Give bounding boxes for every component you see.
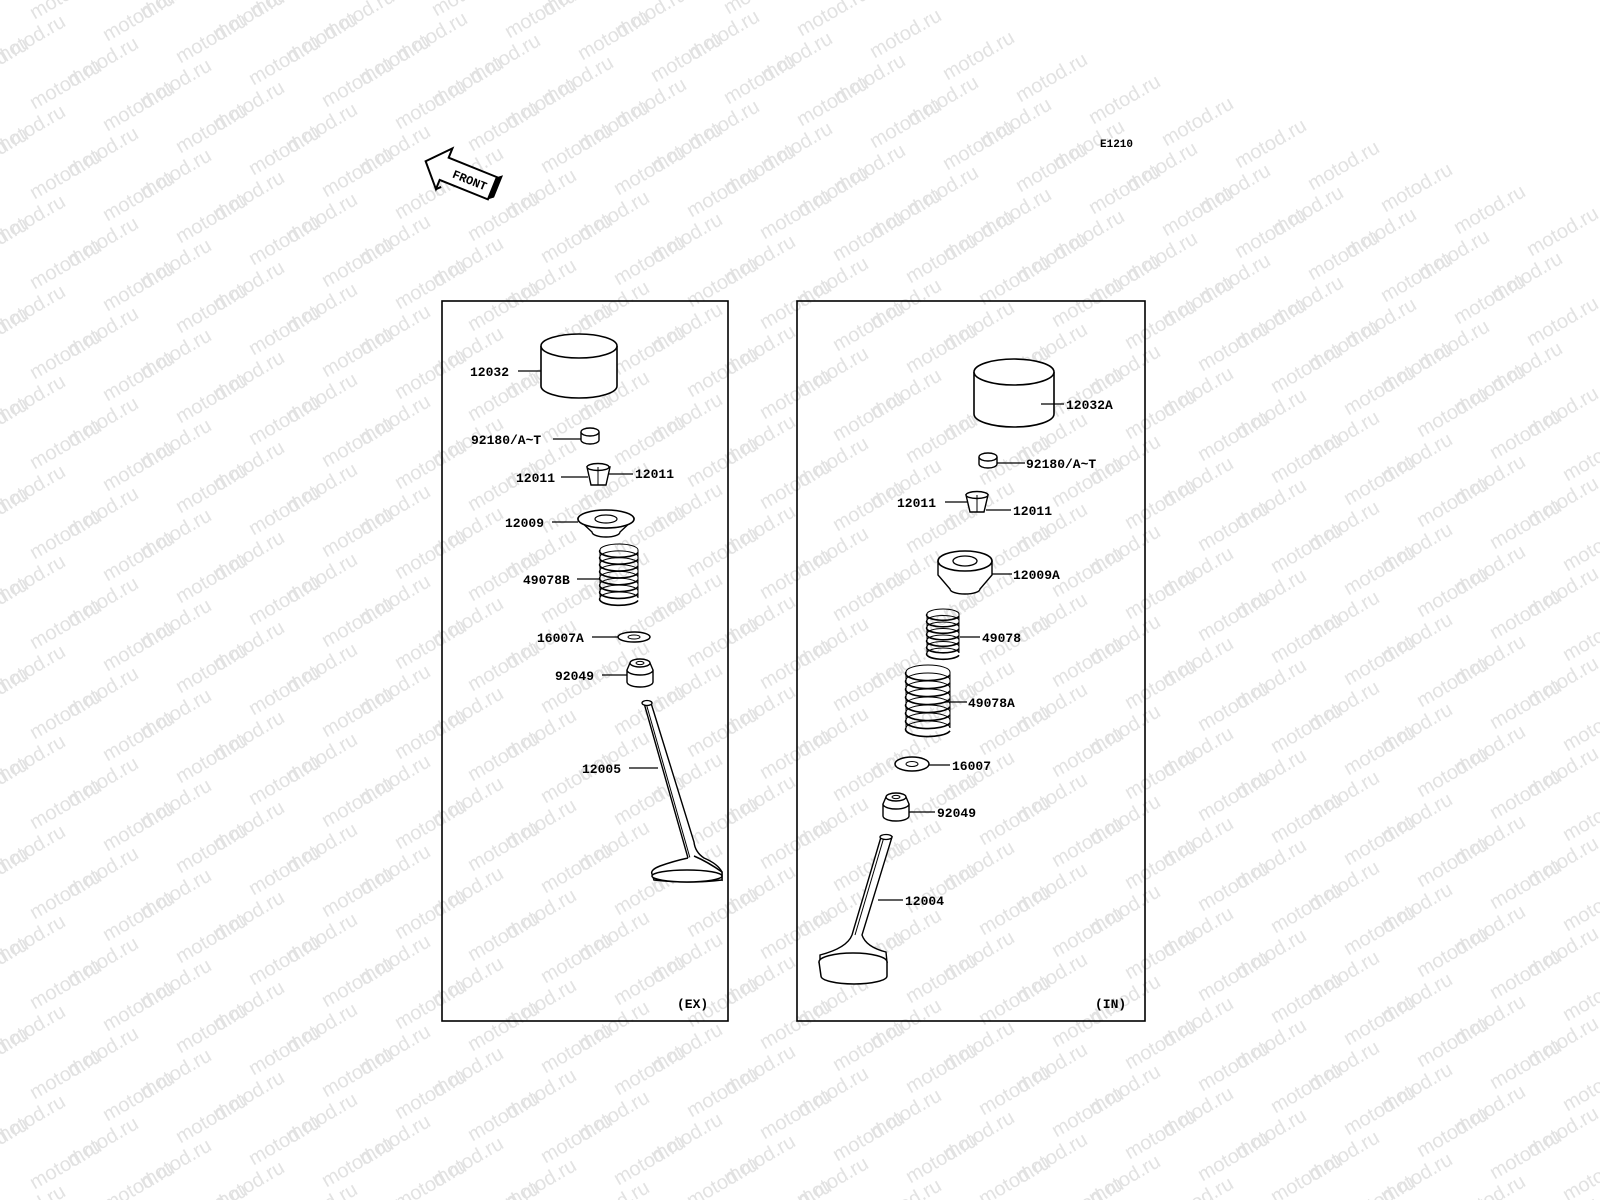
part-label-92180: 92180/A~T (471, 433, 541, 448)
part-label-12004: 12004 (905, 894, 944, 909)
intake-valve (818, 833, 893, 985)
front-arrow-icon: FRONT (424, 146, 504, 201)
exhaust-spring-seat (617, 631, 651, 643)
intake-retainer (937, 550, 993, 595)
diagram-code: E1210 (1100, 139, 1133, 151)
part-label-12032A: 12032A (1066, 398, 1113, 413)
exhaust-valve-spring (598, 543, 639, 607)
part-label-16007: 16007 (952, 759, 991, 774)
part-label-12011-left: 12011 (516, 471, 555, 486)
intake-stem-seal (882, 792, 910, 822)
exhaust-stem-seal (626, 658, 654, 688)
exhaust-shim (580, 427, 600, 445)
intake-outer-spring (904, 664, 951, 738)
intake-spring-seat (894, 756, 930, 772)
part-label-16007A: 16007A (537, 631, 584, 646)
part-label-49078B: 49078B (523, 573, 570, 588)
intake-shim (978, 452, 998, 469)
part-label-12032: 12032 (470, 365, 509, 380)
part-label-12005: 12005 (582, 762, 621, 777)
exhaust-valve (641, 699, 723, 883)
exhaust-panel: 12032 92180/A~T 12011 12011 (441, 300, 729, 1022)
part-label-12011-in-left: 12011 (897, 496, 936, 511)
exhaust-caption: (EX) (677, 997, 708, 1012)
part-label-92049: 92049 (555, 669, 594, 684)
intake-caption: (IN) (1095, 997, 1126, 1012)
exhaust-tappet (540, 333, 618, 399)
intake-panel-border (796, 300, 1146, 1022)
part-label-12009: 12009 (505, 516, 544, 531)
part-label-12009A: 12009A (1013, 568, 1060, 583)
intake-tappet (973, 358, 1055, 428)
intake-inner-spring (925, 608, 960, 661)
part-label-49078: 49078 (982, 631, 1021, 646)
exhaust-retainer (577, 509, 635, 538)
exhaust-cotters (586, 462, 611, 486)
part-label-12011-in-right: 12011 (1013, 504, 1052, 519)
part-label-92049-in: 92049 (937, 806, 976, 821)
intake-cotters (965, 490, 989, 513)
exhaust-panel-border (441, 300, 729, 1022)
intake-panel: 12032A 92180/A~T 12011 12011 (796, 300, 1146, 1022)
part-label-49078A: 49078A (968, 696, 1015, 711)
part-label-92180-in: 92180/A~T (1026, 457, 1096, 472)
part-label-12011-right: 12011 (635, 467, 674, 482)
